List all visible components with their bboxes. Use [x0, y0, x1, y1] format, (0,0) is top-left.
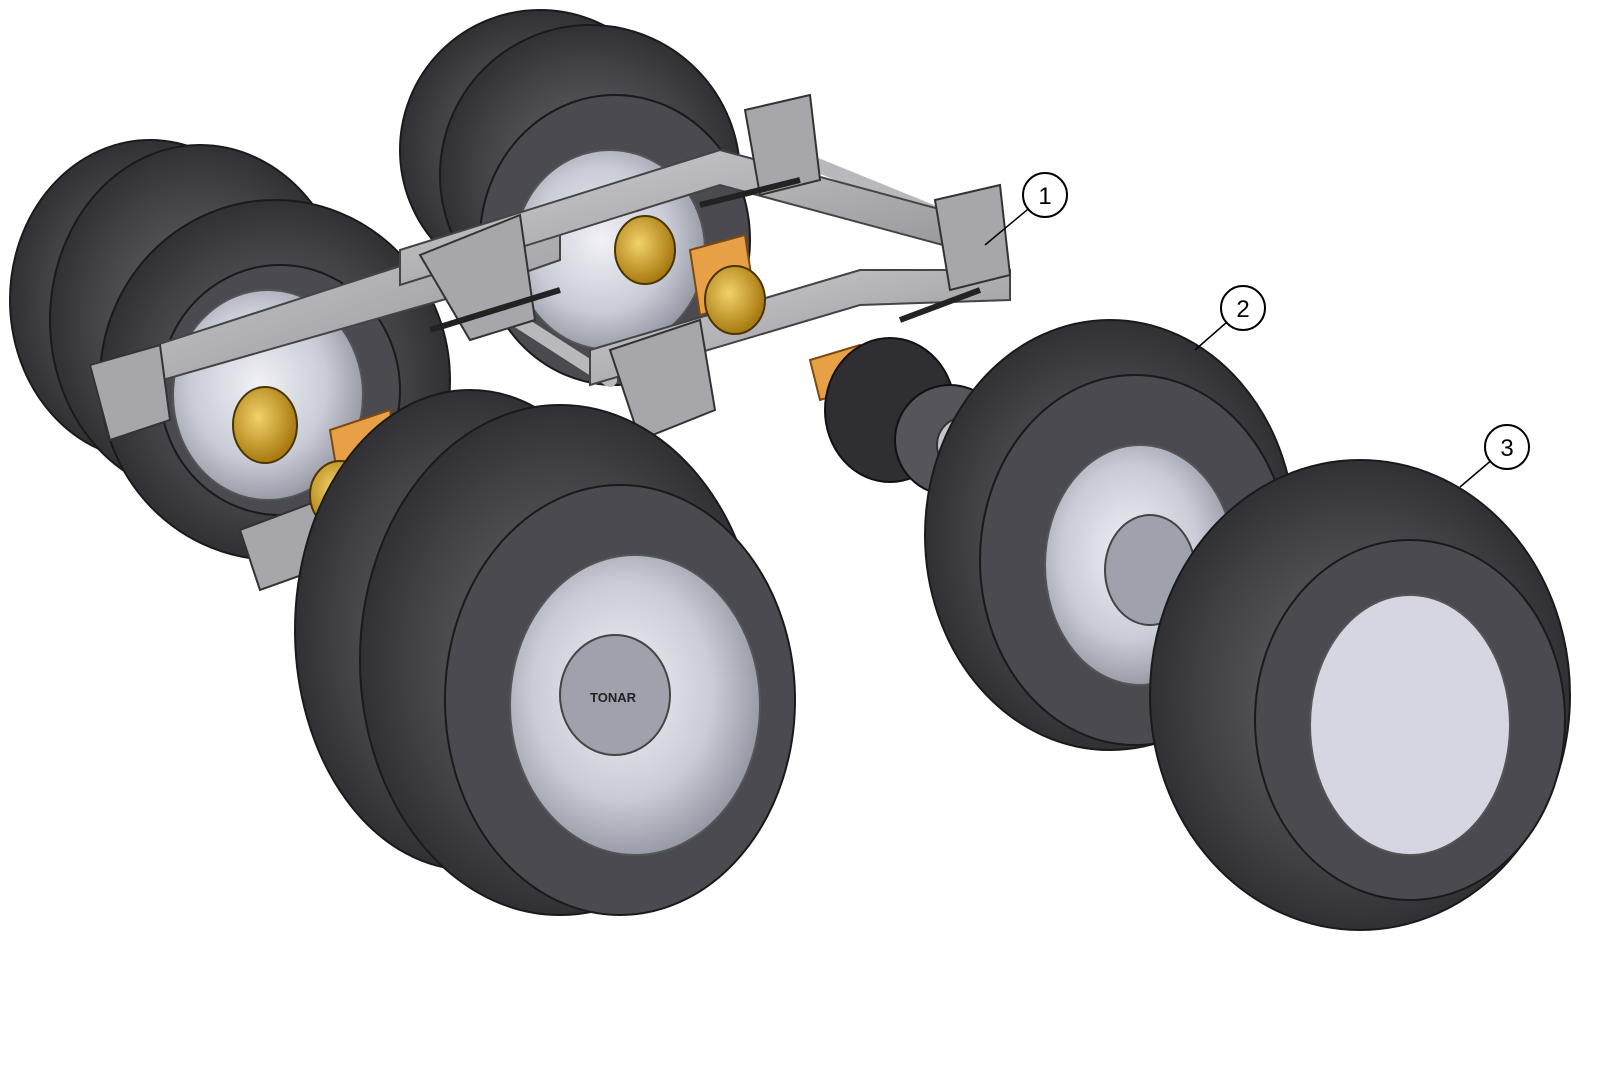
hub-brand-label: TONAR — [590, 690, 637, 705]
callout-2: 2 — [1194, 285, 1266, 351]
callout-1-number: 1 — [1038, 183, 1051, 210]
front-left-dual-wheel: TONAR — [294, 389, 796, 916]
callout-1: 1 — [984, 172, 1068, 246]
tire-only — [1149, 459, 1571, 931]
callout-2-number: 2 — [1236, 296, 1249, 323]
callout-3-number: 3 — [1500, 435, 1513, 462]
callout-3: 3 — [1459, 424, 1530, 488]
